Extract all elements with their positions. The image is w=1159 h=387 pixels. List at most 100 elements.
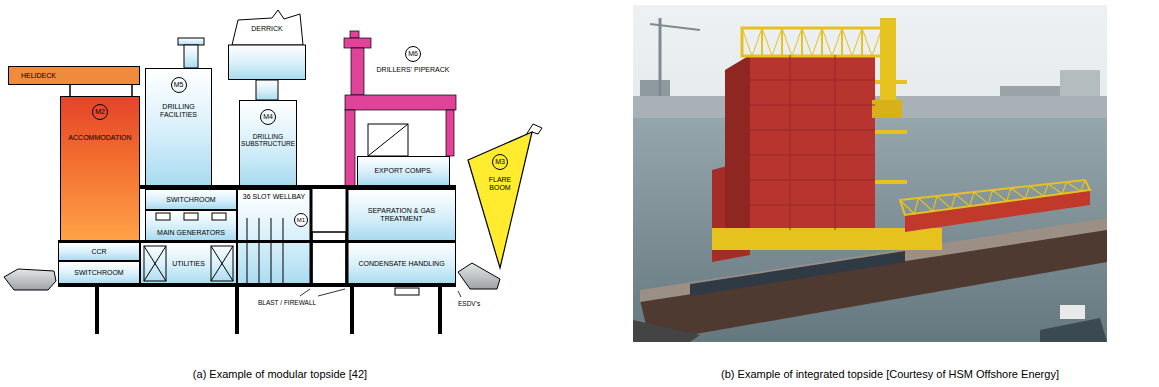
export-compressors: EXPORT COMPS. bbox=[357, 156, 450, 186]
photo-sky bbox=[633, 5, 1107, 342]
exhaust-stack bbox=[184, 45, 198, 68]
utility-unit bbox=[144, 246, 166, 281]
module-label: DRILLING FACILITIES bbox=[148, 103, 209, 118]
roof-post bbox=[761, 28, 763, 56]
drilling-substructure-module: M4DRILLING SUBSTRUCTURE bbox=[239, 100, 297, 186]
barge-hull bbox=[640, 228, 1107, 342]
cladding-seam bbox=[750, 105, 875, 106]
leader-line bbox=[318, 289, 345, 296]
cladding-seam bbox=[750, 205, 875, 206]
jacket-leg bbox=[235, 287, 239, 334]
module-label: CCR bbox=[91, 248, 106, 256]
drillers-piperack-module: M6DRILLERS' PIPERACK bbox=[374, 44, 452, 92]
truss-boom bbox=[900, 180, 1090, 215]
roof-post bbox=[861, 28, 863, 56]
leader-line bbox=[458, 291, 461, 297]
truss-lattice bbox=[900, 180, 1085, 214]
esdv-symbol bbox=[395, 288, 419, 295]
utility-cross bbox=[144, 246, 166, 281]
module-label: SEPARATION & GAS TREATMENT bbox=[356, 207, 447, 222]
derrick-base bbox=[229, 45, 306, 80]
flare-triangle bbox=[468, 132, 532, 268]
utility-cross bbox=[211, 246, 233, 281]
quay-boat bbox=[633, 320, 700, 342]
generator-symbol bbox=[156, 213, 170, 220]
crane-mast bbox=[351, 48, 364, 95]
condensate-handling: CONDENSATE HANDLING bbox=[347, 242, 456, 285]
well-slot bbox=[259, 218, 260, 283]
module-label: SWITCHROOM bbox=[74, 269, 123, 277]
shore-building bbox=[1060, 70, 1100, 100]
drilling-facilities-module: M5DRILLING FACILITIES bbox=[145, 68, 212, 186]
well-slot bbox=[271, 218, 272, 283]
module-label: DRILLING SUBSTRUCTURE bbox=[241, 133, 295, 148]
lifeboat bbox=[4, 269, 56, 290]
roof-post bbox=[841, 28, 843, 56]
module-number: M3 bbox=[492, 154, 508, 170]
stair-tower bbox=[368, 124, 408, 156]
crane-top bbox=[350, 31, 359, 38]
module-label: ACCOMMODATION bbox=[68, 134, 131, 142]
module-cladding bbox=[750, 55, 875, 230]
well-slot bbox=[283, 218, 284, 283]
module-label: MAIN GENERATORS bbox=[157, 229, 225, 237]
wellbay: 36 SLOT WELLBAY bbox=[237, 189, 311, 285]
helideck: HELIDECK bbox=[8, 66, 140, 85]
module-label: CONDENSATE HANDLING bbox=[358, 260, 444, 268]
module-side bbox=[725, 55, 750, 240]
cladding-seam bbox=[750, 180, 875, 181]
cladding-seam bbox=[750, 80, 875, 81]
roof-frame bbox=[742, 28, 882, 56]
flare-boom-module: M3FLARE BOOM bbox=[462, 120, 546, 274]
switchroom: SWITCHROOM bbox=[145, 189, 237, 210]
main-deck bbox=[140, 185, 456, 189]
esdv-label: ESDV's bbox=[458, 300, 480, 307]
piperack-column bbox=[446, 110, 454, 156]
shore-crane bbox=[650, 24, 700, 30]
firewall-label: BLAST / FIREWALL bbox=[258, 299, 316, 306]
module-number: M2 bbox=[92, 104, 108, 120]
roof-post bbox=[801, 28, 803, 56]
walkway bbox=[875, 180, 907, 184]
switchroom: SWITCHROOM bbox=[58, 261, 140, 285]
cellar-deck bbox=[58, 283, 456, 287]
lifeboat bbox=[458, 263, 500, 289]
jacket-leg bbox=[350, 287, 354, 334]
utility-cross bbox=[211, 246, 233, 281]
figure-caption: (a) Example of modular topside [42] bbox=[40, 368, 520, 381]
crane-cab bbox=[872, 100, 902, 118]
jacket-leg bbox=[438, 287, 442, 334]
generator-symbol bbox=[212, 213, 226, 220]
roof-post bbox=[821, 28, 823, 56]
derrick-outline bbox=[228, 8, 306, 80]
module-number: M4 bbox=[260, 109, 276, 125]
module-number: M5 bbox=[171, 77, 187, 93]
cladding-seam bbox=[790, 55, 791, 230]
exhaust-cap bbox=[178, 38, 204, 45]
module-label: SWITCHROOM bbox=[166, 196, 215, 204]
module-number: M6 bbox=[405, 46, 421, 62]
piperack-beam bbox=[345, 95, 456, 110]
support-post bbox=[131, 85, 133, 96]
central-control-room: CCR bbox=[58, 242, 140, 261]
piperack-column bbox=[345, 110, 355, 186]
derrick-neck bbox=[256, 80, 278, 100]
stair-flight bbox=[368, 124, 408, 156]
mezzanine-deck bbox=[58, 240, 456, 243]
module-label: EXPORT COMPS. bbox=[374, 167, 432, 175]
module-label: DERRICK bbox=[251, 25, 283, 33]
figure-caption: (b) Example of integrated topside [Court… bbox=[650, 368, 1130, 381]
shore-crane bbox=[659, 18, 662, 96]
well-slot bbox=[247, 218, 248, 283]
firewall-bay bbox=[312, 232, 346, 284]
crane-cab bbox=[344, 38, 371, 48]
tug-boat bbox=[1040, 318, 1107, 342]
tug-cabin bbox=[1060, 305, 1085, 319]
barge-deck bbox=[640, 218, 1107, 302]
walkway bbox=[875, 130, 907, 134]
roof-lattice bbox=[742, 28, 882, 56]
derrick-top bbox=[232, 10, 303, 45]
module-label: FLARE BOOM bbox=[483, 176, 517, 191]
leader-line bbox=[300, 289, 310, 296]
